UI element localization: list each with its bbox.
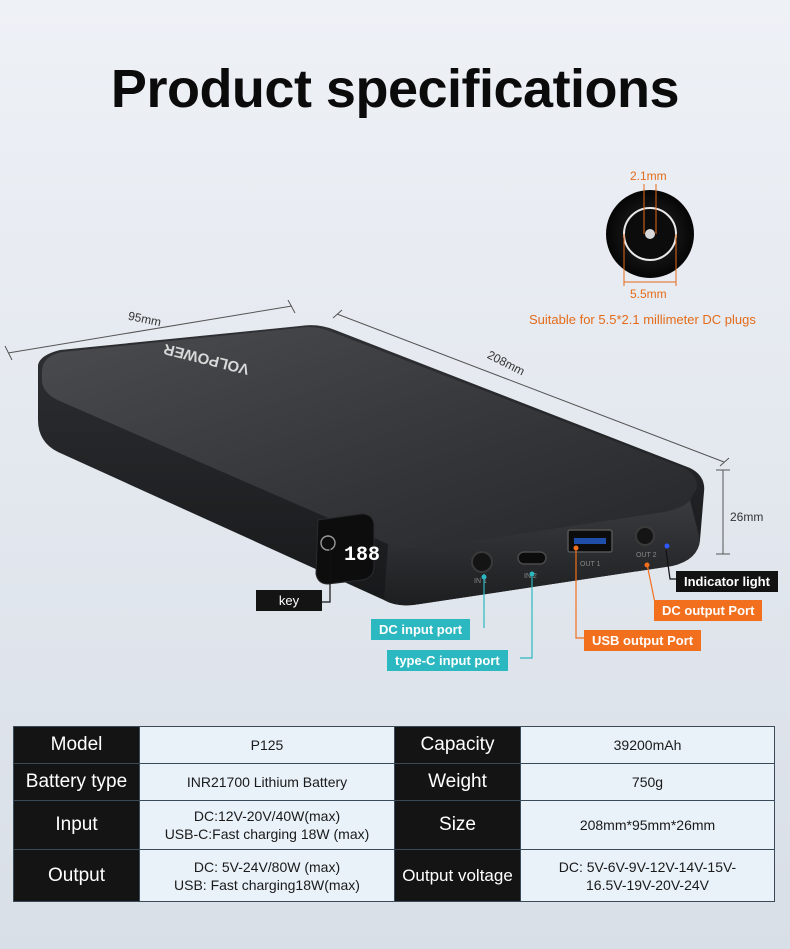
dc-plug-note: Suitable for 5.5*2.1 millimeter DC plugs	[529, 312, 756, 327]
dimension-height: 26mm	[730, 510, 764, 524]
spec-value-input: DC:12V-20V/40W(max) USB-C:Fast charging …	[139, 800, 395, 850]
spec-label-battery-type: Battery type	[13, 763, 140, 801]
port-label-out1: OUT 1	[580, 561, 601, 568]
spec-label-capacity: Capacity	[394, 726, 521, 764]
callout-usb-output: USB output Port	[584, 630, 702, 651]
spec-value-output: DC: 5V-24V/80W (max) USB: Fast charging1…	[139, 849, 395, 902]
spec-value-weight: 750g	[520, 763, 775, 801]
dc-outer-diameter: 5.5mm	[630, 287, 667, 301]
spec-label-model: Model	[13, 726, 140, 764]
spec-label-input: Input	[13, 800, 140, 850]
spec-label-output: Output	[13, 849, 140, 902]
table-row: Model P125 Capacity 39200mAh	[13, 726, 775, 764]
table-row: Input DC:12V-20V/40W(max) USB-C:Fast cha…	[13, 800, 775, 850]
table-row: Battery type INR21700 Lithium Battery We…	[13, 763, 775, 801]
spec-value-input-dc: DC:12V-20V/40W(max)	[193, 808, 341, 824]
callout-dc-output: DC output Port	[654, 600, 763, 621]
page-title: Product specifications	[110, 59, 680, 119]
table-row: Output DC: 5V-24V/80W (max) USB: Fast ch…	[13, 849, 775, 902]
spec-label-output-voltage: Output voltage	[394, 849, 521, 902]
spec-value-output-voltage-line2: 16.5V-19V-20V-24V	[586, 876, 709, 893]
port-label-in2: IN 2	[524, 573, 537, 580]
spec-value-output-voltage-line1: DC: 5V-6V-9V-12V-14V-15V-	[558, 858, 737, 875]
callout-key: key	[256, 590, 322, 611]
callout-dc-input: DC input port	[371, 619, 471, 640]
display-digits: 188	[344, 544, 380, 567]
callout-typec-input: type-C input port	[387, 650, 508, 671]
specs-table: Model P125 Capacity 39200mAh Battery typ…	[13, 726, 775, 902]
spec-value-output-voltage: DC: 5V-6V-9V-12V-14V-15V- 16.5V-19V-20V-…	[520, 849, 775, 902]
port-label-in1: IN 1	[474, 578, 487, 585]
port-label-out2: OUT 2	[636, 552, 657, 559]
dc-inner-diameter: 2.1mm	[630, 169, 667, 183]
callout-indicator-light: Indicator light	[676, 571, 778, 592]
spec-value-output-usb: USB: Fast charging18W(max)	[174, 876, 360, 893]
spec-value-model: P125	[139, 726, 395, 764]
spec-value-input-usbc: USB-C:Fast charging 18W (max)	[164, 826, 370, 842]
power-bank-illustration: VOLPOWER 188 IN 1 IN 2 OUT 1 OUT 2	[4, 300, 730, 659]
spec-label-weight: Weight	[394, 763, 521, 801]
spec-value-capacity: 39200mAh	[520, 726, 775, 764]
spec-label-size: Size	[394, 800, 521, 850]
dc-plug-diagram	[606, 184, 694, 286]
spec-value-output-dc: DC: 5V-24V/80W (max)	[193, 858, 341, 875]
spec-value-battery-type: INR21700 Lithium Battery	[139, 763, 395, 801]
spec-value-size: 208mm*95mm*26mm	[520, 800, 775, 850]
